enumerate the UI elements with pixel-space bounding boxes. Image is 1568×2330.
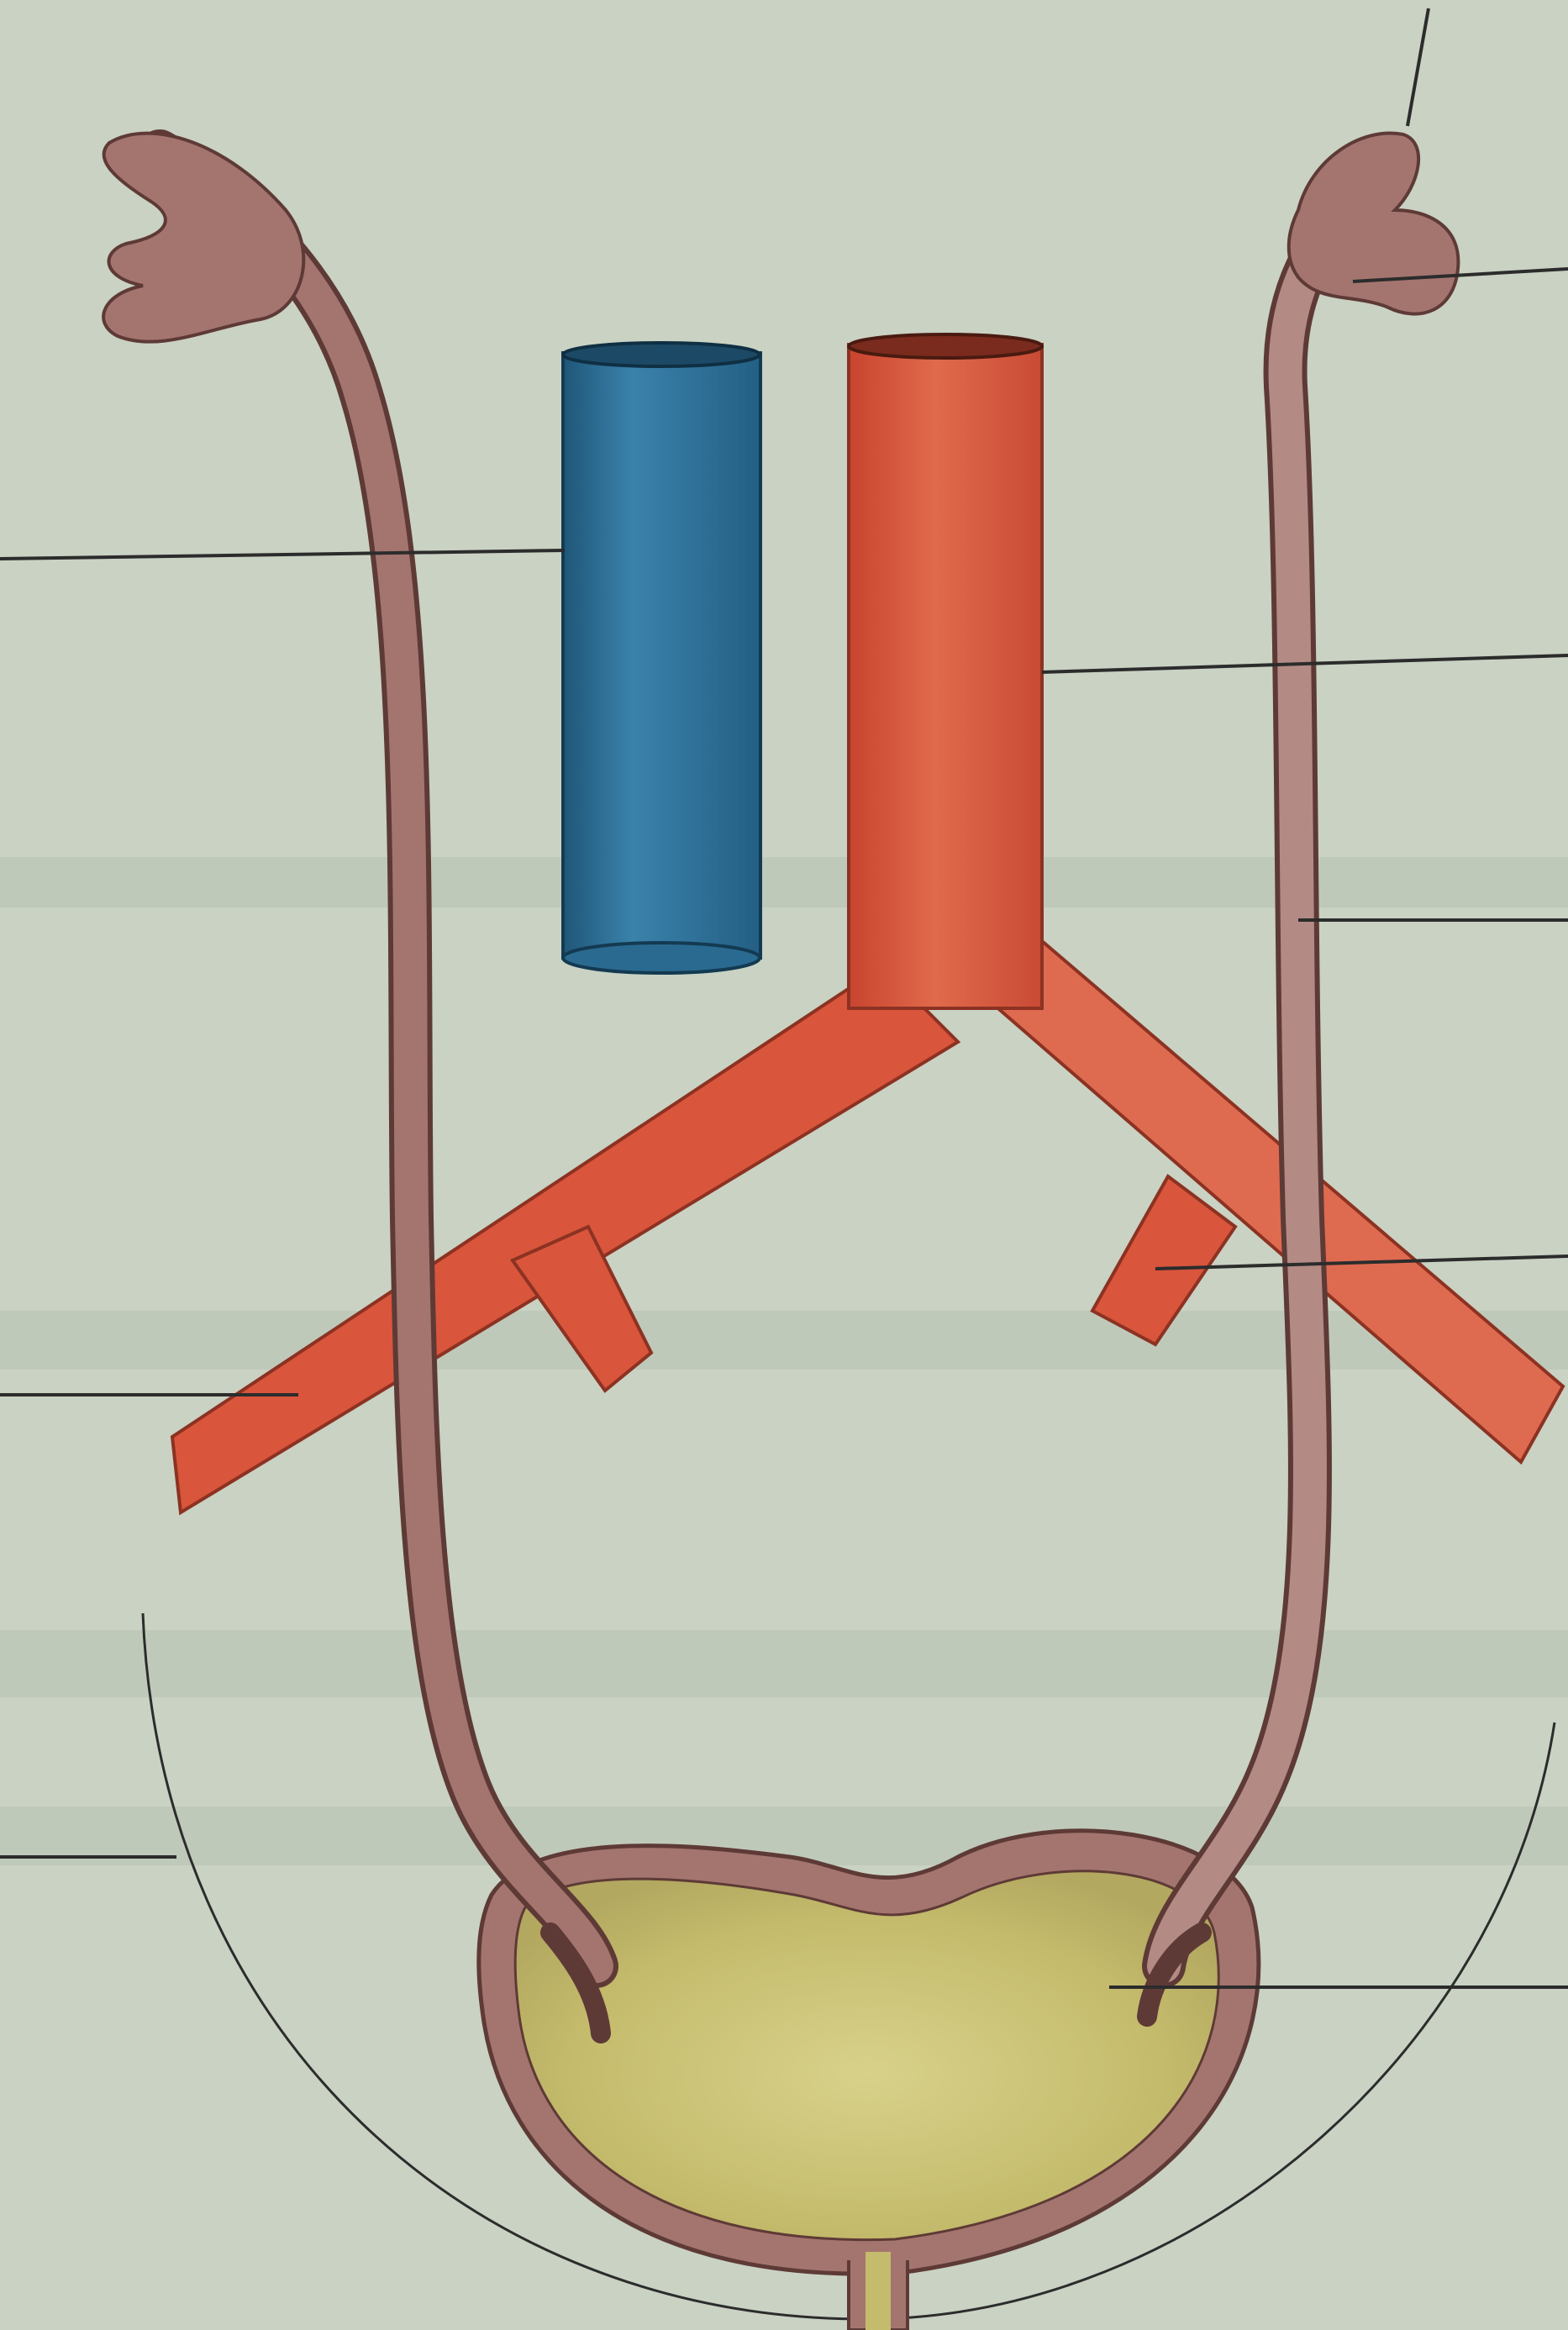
background-text-ghosting <box>0 857 1568 1865</box>
urethra-lumen <box>866 2252 891 2330</box>
vein-bottom <box>563 943 760 973</box>
artery-trunk-opening <box>849 334 1042 358</box>
artery-trunk <box>849 345 1042 1008</box>
vein <box>563 343 760 973</box>
artery-right-branch <box>950 941 1563 1462</box>
seminal-vesicle-right <box>1289 133 1459 313</box>
leader-line-top-right-edge <box>1408 8 1429 126</box>
leader-line-vein <box>0 550 565 559</box>
vein-tube <box>563 353 760 958</box>
seminal-vesicle-left <box>103 134 303 342</box>
vein-opening <box>563 343 760 366</box>
